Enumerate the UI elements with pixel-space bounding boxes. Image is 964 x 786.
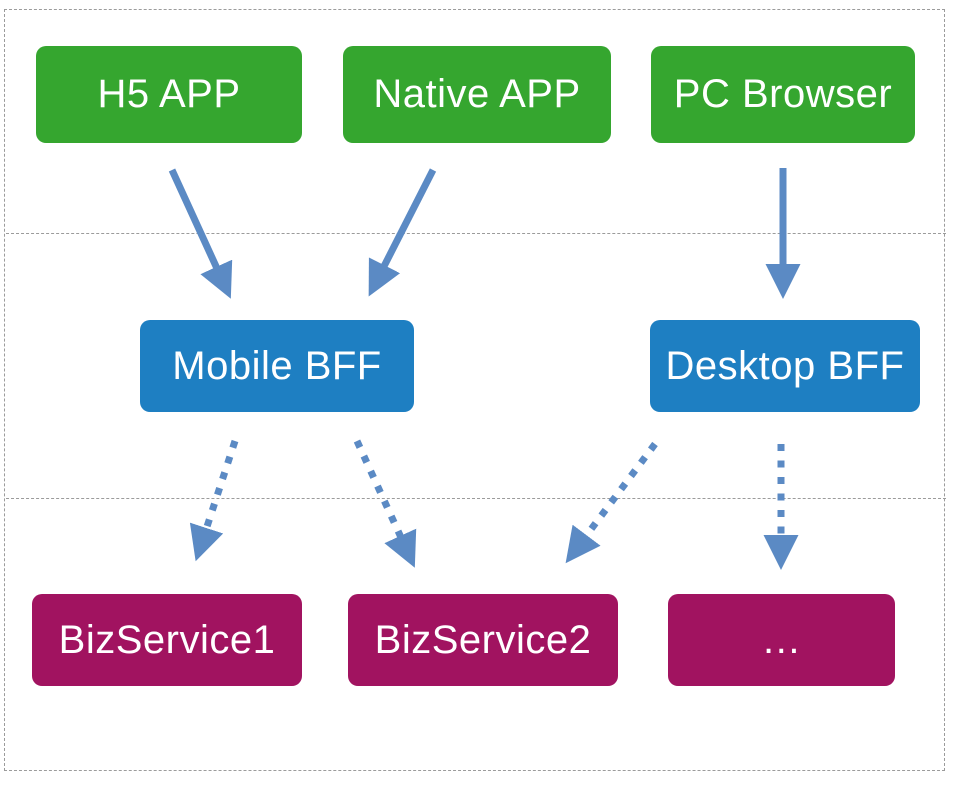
node-h5-app: H5 APP xyxy=(36,46,302,143)
node-mobile-bff: Mobile BFF xyxy=(140,320,414,412)
node-label: … xyxy=(761,617,802,662)
node-label: Mobile BFF xyxy=(172,343,382,388)
layer-separator-top xyxy=(6,233,946,234)
node-label: BizService2 xyxy=(374,617,592,662)
node-label: BizService1 xyxy=(58,617,276,662)
node-pc-browser: PC Browser xyxy=(651,46,915,143)
layer-separator-bottom xyxy=(6,498,946,499)
dashed-border xyxy=(4,9,945,771)
node-label: Desktop BFF xyxy=(665,343,905,388)
node-label: PC Browser xyxy=(673,72,893,116)
node-bizservice2: BizService2 xyxy=(348,594,618,686)
node-desktop-bff: Desktop BFF xyxy=(650,320,920,412)
node-native-app: Native APP xyxy=(343,46,611,143)
node-label: H5 APP xyxy=(97,72,241,116)
node-label: Native APP xyxy=(373,72,581,116)
node-ellipsis-service: … xyxy=(668,594,895,686)
node-bizservice1: BizService1 xyxy=(32,594,302,686)
